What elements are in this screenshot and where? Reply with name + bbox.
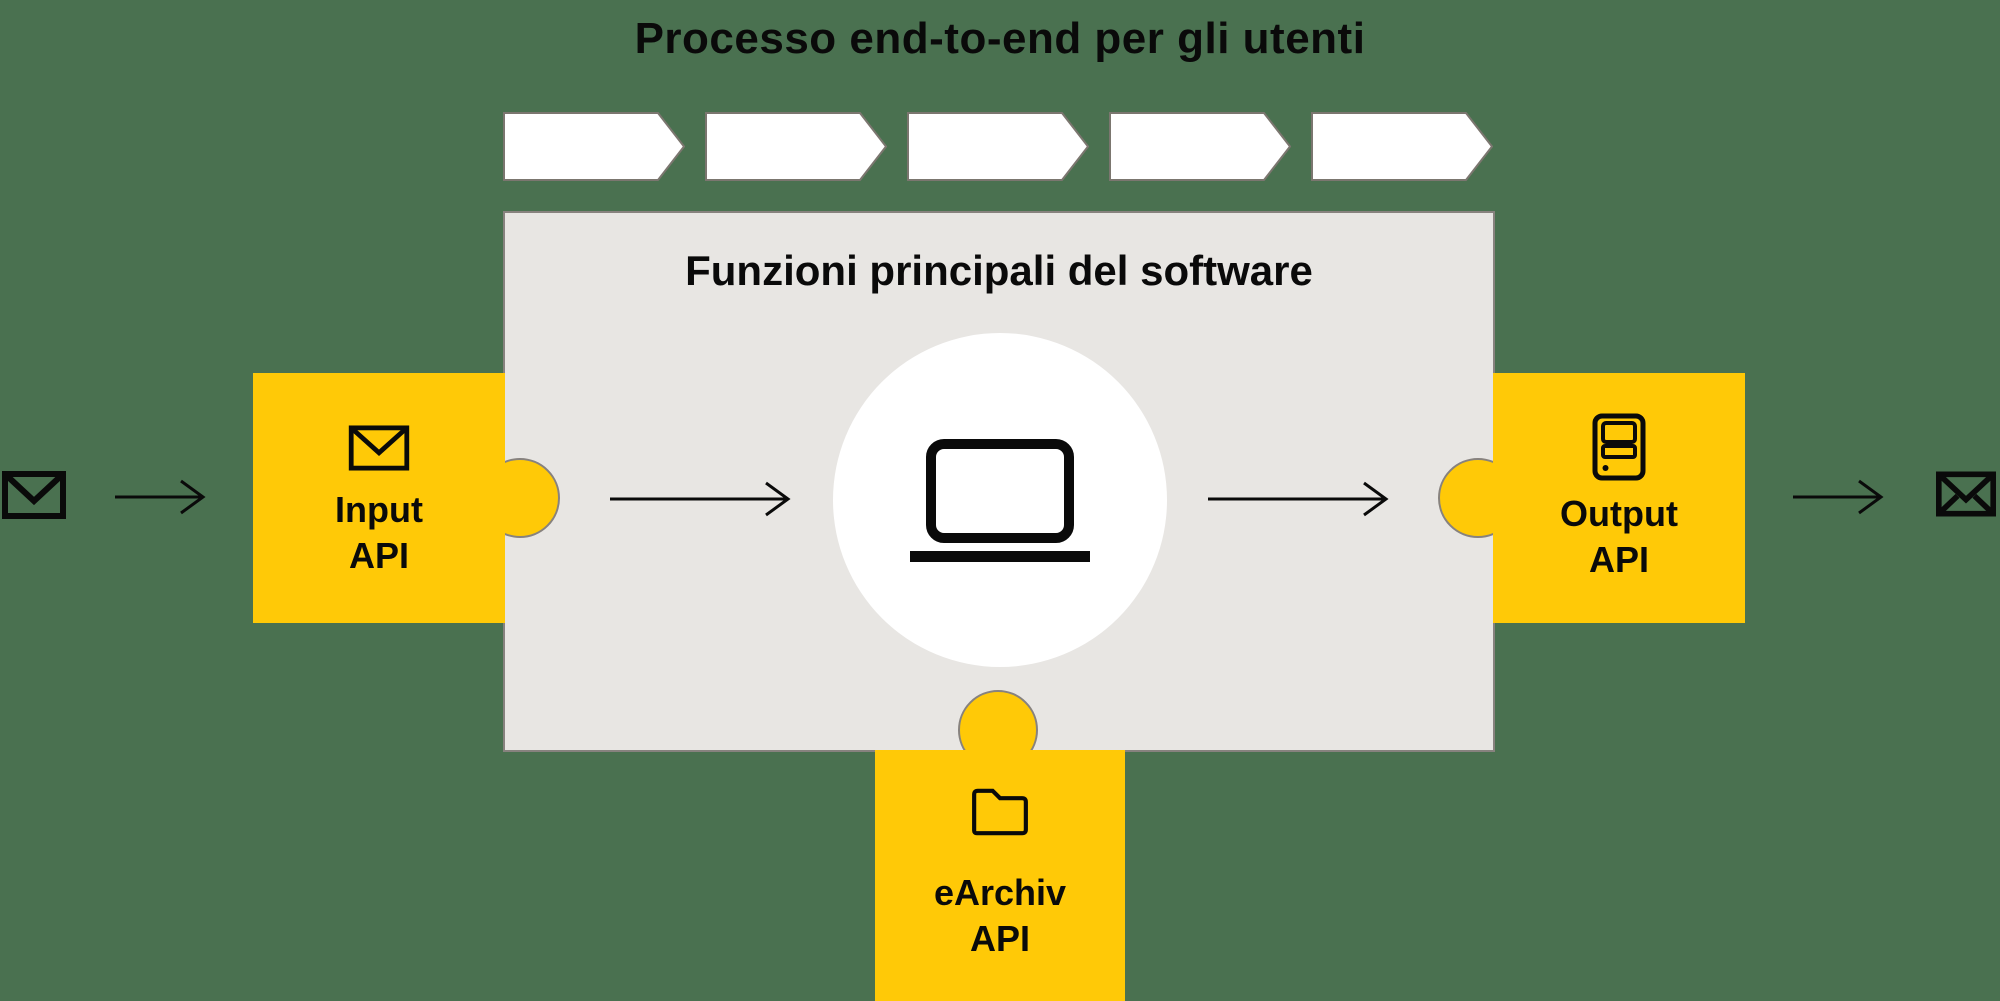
envelope-icon	[1936, 471, 1996, 517]
process-step-chevron	[1109, 112, 1291, 181]
process-steps-strip	[503, 112, 1495, 181]
input-api-label-line2: API	[348, 535, 409, 576]
server-icon	[1592, 413, 1646, 481]
flow-arrow-icon	[610, 481, 791, 517]
folder-icon	[972, 788, 1028, 836]
envelope-icon	[348, 425, 410, 471]
process-step-chevron	[1311, 112, 1493, 181]
envelope-icon	[2, 471, 66, 519]
output-api-module: Output API	[1493, 373, 1745, 623]
flow-arrow-icon	[1208, 481, 1389, 517]
input-api-module: Input API	[253, 373, 505, 623]
process-step-chevron	[705, 112, 887, 181]
earchiv-api-label-line2: API	[969, 918, 1030, 959]
laptop-icon	[910, 439, 1090, 562]
software-core-circle	[833, 333, 1167, 667]
process-step-chevron	[907, 112, 1089, 181]
flow-arrow-icon	[115, 479, 206, 515]
input-api-label-line1: Input	[335, 489, 423, 530]
earchiv-api-module: eArchiv API	[875, 750, 1125, 1001]
output-api-label-line2: API	[1588, 539, 1649, 580]
process-step-chevron	[503, 112, 685, 181]
software-panel-title: Funzioni principali del software	[685, 247, 1313, 294]
output-api-label-line1: Output	[1560, 493, 1678, 534]
earchiv-api-label-line1: eArchiv	[933, 872, 1067, 913]
page-title: Processo end-to-end per gli utenti	[634, 14, 1366, 63]
flow-arrow-icon	[1793, 479, 1884, 515]
